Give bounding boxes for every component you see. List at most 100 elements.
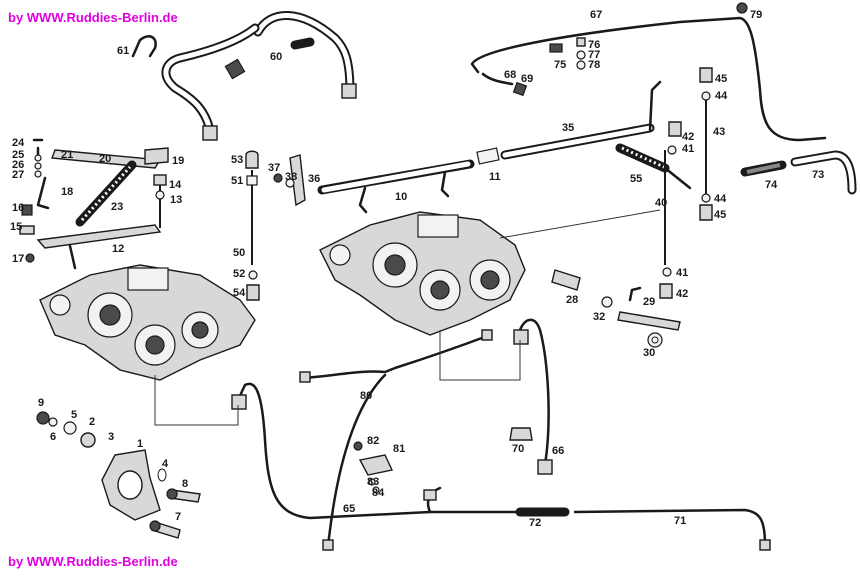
parts-1-9 <box>36 411 201 539</box>
label-27: 27 <box>12 169 24 181</box>
label-18: 18 <box>61 186 73 198</box>
label-81: 81 <box>393 443 405 455</box>
label-74: 74 <box>765 179 778 191</box>
shaft-10 <box>317 159 475 214</box>
label-42a: 42 <box>682 131 694 143</box>
label-40: 40 <box>655 197 667 209</box>
label-50: 50 <box>233 247 245 259</box>
carburettor-left <box>39 264 256 381</box>
label-73: 73 <box>812 169 824 181</box>
label-55: 55 <box>630 173 642 185</box>
label-77: 77 <box>588 49 600 61</box>
label-28: 28 <box>566 294 578 306</box>
rod-43 <box>699 67 713 221</box>
label-37: 37 <box>268 162 280 174</box>
pipe-73 <box>790 150 857 195</box>
label-67: 67 <box>590 9 602 21</box>
label-51: 51 <box>231 175 243 187</box>
label-23: 23 <box>111 201 123 213</box>
rod-50 <box>245 150 260 301</box>
label-52: 52 <box>233 268 245 280</box>
label-10: 10 <box>395 191 407 203</box>
label-2: 2 <box>89 416 95 428</box>
label-38: 38 <box>285 171 297 183</box>
label-70: 70 <box>512 443 524 455</box>
label-41b: 41 <box>676 267 688 279</box>
label-26: 26 <box>12 159 24 171</box>
label-1: 1 <box>137 438 143 450</box>
label-13: 13 <box>170 194 182 206</box>
label-78: 78 <box>588 59 600 71</box>
label-54: 54 <box>233 287 246 299</box>
label-12: 12 <box>112 243 124 255</box>
label-6: 6 <box>50 431 56 443</box>
label-3: 3 <box>108 431 114 443</box>
spring-55 <box>615 143 692 190</box>
watermark-bottom: by WWW.Ruddies-Berlin.de <box>8 554 178 569</box>
label-72: 72 <box>529 517 541 529</box>
label-71: 71 <box>674 515 686 527</box>
clip-61 <box>131 35 157 58</box>
label-61: 61 <box>117 45 129 57</box>
label-14: 14 <box>169 179 182 191</box>
label-8: 8 <box>182 478 188 490</box>
rod-35 <box>476 80 662 165</box>
carburettor-right <box>319 211 526 336</box>
label-32: 32 <box>593 311 605 323</box>
fuel-line-66 <box>513 318 553 475</box>
label-5: 5 <box>71 409 77 421</box>
label-19: 19 <box>172 155 184 167</box>
label-79: 79 <box>750 9 762 21</box>
label-35: 35 <box>562 122 574 134</box>
hose-74 <box>740 160 787 177</box>
label-17: 17 <box>12 253 24 265</box>
label-9: 9 <box>38 397 44 409</box>
leader-lines <box>154 209 661 426</box>
part-labels: 1 2 3 4 5 6 7 8 9 10 11 12 13 14 15 16 1… <box>10 9 824 529</box>
pipe-71 <box>573 508 771 551</box>
label-25: 25 <box>12 149 24 161</box>
label-66: 66 <box>552 445 564 457</box>
label-42b: 42 <box>676 288 688 300</box>
label-45a: 45 <box>715 73 727 85</box>
lever-36 <box>273 154 306 207</box>
label-76: 76 <box>588 39 600 51</box>
fuel-line-65 <box>231 382 522 520</box>
label-53: 53 <box>231 154 243 166</box>
label-65: 65 <box>343 503 355 515</box>
parts-70-84 <box>353 427 533 494</box>
label-82: 82 <box>367 435 379 447</box>
parts-28-32 <box>551 269 681 348</box>
label-24: 24 <box>12 137 25 149</box>
line-80 <box>299 329 493 551</box>
rod-40 <box>659 121 682 299</box>
label-68: 68 <box>504 69 516 81</box>
label-41a: 41 <box>682 143 694 155</box>
label-21: 21 <box>61 149 73 161</box>
fuel-line-60 <box>161 11 357 141</box>
label-43: 43 <box>713 126 725 138</box>
label-36: 36 <box>308 173 320 185</box>
label-29: 29 <box>643 296 655 308</box>
label-30: 30 <box>643 347 655 359</box>
label-83: 83 <box>367 476 379 488</box>
rod-67 <box>470 16 827 142</box>
label-7: 7 <box>175 511 181 523</box>
label-45b: 45 <box>714 209 726 221</box>
label-20: 20 <box>99 153 111 165</box>
part-79 <box>736 2 748 14</box>
linkage-left <box>19 138 169 270</box>
label-44a: 44 <box>715 90 728 102</box>
label-69: 69 <box>521 73 533 85</box>
label-84: 84 <box>372 487 385 499</box>
label-44b: 44 <box>714 193 727 205</box>
part-69 <box>512 81 528 97</box>
label-75: 75 <box>554 59 566 71</box>
label-15: 15 <box>10 221 22 233</box>
parts-75-78 <box>549 37 586 70</box>
label-60: 60 <box>270 51 282 63</box>
label-4: 4 <box>162 458 169 470</box>
label-11: 11 <box>489 171 501 183</box>
